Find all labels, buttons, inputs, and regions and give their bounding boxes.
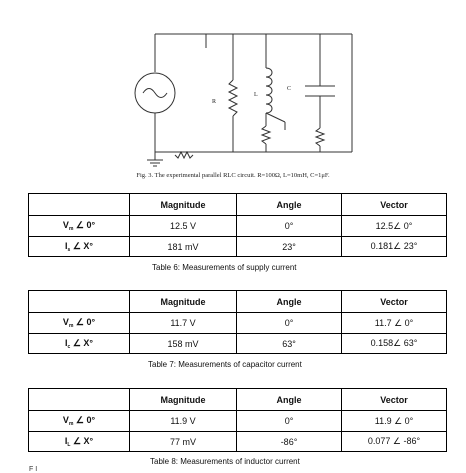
row-label: Ic ∠ X° [28, 333, 130, 354]
table-row: Ic ∠ X° 158 mV 63° 0.158∠ 63° [28, 333, 447, 354]
header-vector: Vector [341, 388, 447, 411]
header-blank [28, 290, 130, 313]
vector-cell: 11.9 ∠ 0° [341, 410, 447, 432]
vector-cell: 11.7 ∠ 0° [341, 312, 447, 334]
angle-cell: 63° [236, 333, 342, 354]
angle-cell: -86° [236, 431, 342, 452]
row-label: Vm ∠ 0° [28, 410, 130, 432]
header-vector: Vector [341, 290, 447, 313]
header-magnitude: Magnitude [129, 290, 237, 313]
figure-caption: Fig. 3. The experimental parallel RLC ci… [136, 172, 330, 179]
angle-cell: 23° [236, 236, 342, 257]
capacitor-label: C [287, 86, 291, 92]
vector-cell: 0.181∠ 23° [341, 236, 447, 257]
header-blank [28, 388, 130, 411]
table-row: Vm ∠ 0° 11.7 V 0° 11.7 ∠ 0° [28, 312, 447, 334]
table-row: IL ∠ X° 77 mV -86° 0.077 ∠ -86° [28, 431, 447, 452]
trailing-text: F I [29, 466, 38, 473]
magnitude-cell: 181 mV [129, 236, 237, 257]
vector-cell: 0.077 ∠ -86° [341, 431, 447, 452]
vector-cell: 0.158∠ 63° [341, 333, 447, 354]
circuit-figure: R L C [134, 33, 353, 167]
magnitude-cell: 158 mV [129, 333, 237, 354]
vector-cell: 12.5∠ 0° [341, 215, 447, 237]
table-7-caption: Table 7: Measurements of capacitor curre… [148, 360, 302, 369]
row-label: Vm ∠ 0° [28, 215, 130, 237]
header-vector: Vector [341, 193, 447, 216]
table-row: Is ∠ X° 181 mV 23° 0.181∠ 23° [28, 236, 447, 257]
header-angle: Angle [236, 388, 342, 411]
angle-cell: 0° [236, 215, 342, 237]
row-label: Vm ∠ 0° [28, 312, 130, 334]
table-8-caption: Table 8: Measurements of inductor curren… [150, 457, 300, 466]
header-angle: Angle [236, 290, 342, 313]
magnitude-cell: 11.9 V [129, 410, 237, 432]
row-label: IL ∠ X° [28, 431, 130, 452]
header-blank [28, 193, 130, 216]
magnitude-cell: 77 mV [129, 431, 237, 452]
inductor-current-table: Magnitude Angle Vector Vm ∠ 0° 11.9 V 0°… [28, 388, 447, 452]
magnitude-cell: 11.7 V [129, 312, 237, 334]
table-row: Vm ∠ 0° 11.9 V 0° 11.9 ∠ 0° [28, 410, 447, 432]
table-row: Vm ∠ 0° 12.5 V 0° 12.5∠ 0° [28, 215, 447, 237]
table-6-caption: Table 6: Measurements of supply current [152, 263, 297, 272]
inductor-label: L [254, 92, 258, 98]
angle-cell: 0° [236, 312, 342, 334]
row-label: Is ∠ X° [28, 236, 130, 257]
resistor-label: R [212, 99, 216, 105]
header-angle: Angle [236, 193, 342, 216]
header-magnitude: Magnitude [129, 388, 237, 411]
angle-cell: 0° [236, 410, 342, 432]
capacitor-current-table: Magnitude Angle Vector Vm ∠ 0° 11.7 V 0°… [28, 290, 447, 354]
header-magnitude: Magnitude [129, 193, 237, 216]
supply-current-table: Magnitude Angle Vector Vm ∠ 0° 12.5 V 0°… [28, 193, 447, 257]
magnitude-cell: 12.5 V [129, 215, 237, 237]
